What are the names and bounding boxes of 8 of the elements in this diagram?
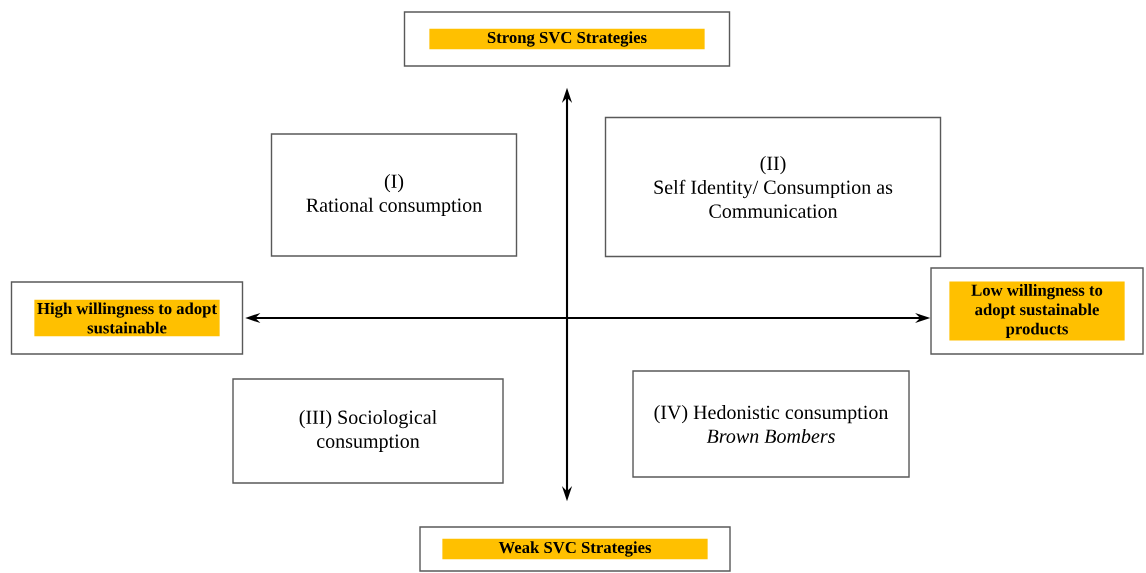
quadrant-box: (III) Sociological consumption [232, 378, 504, 484]
quadrant-box: (I) Rational consumption [270, 133, 518, 257]
axis-label-box: Low willingness to adopt sustainable products [930, 267, 1144, 355]
axis-label-box: Strong SVC Strategies [403, 11, 731, 67]
quadrant-box: (II) Self Identity/ Consumption as Communication [604, 116, 942, 258]
quadrant-box: (IV) Hedonistic consumption Brown Bombers [632, 370, 910, 478]
axis-label-box: High willingness to adopt sustainable [10, 281, 244, 355]
axis-label-box: Weak SVC Strategies [419, 526, 731, 572]
